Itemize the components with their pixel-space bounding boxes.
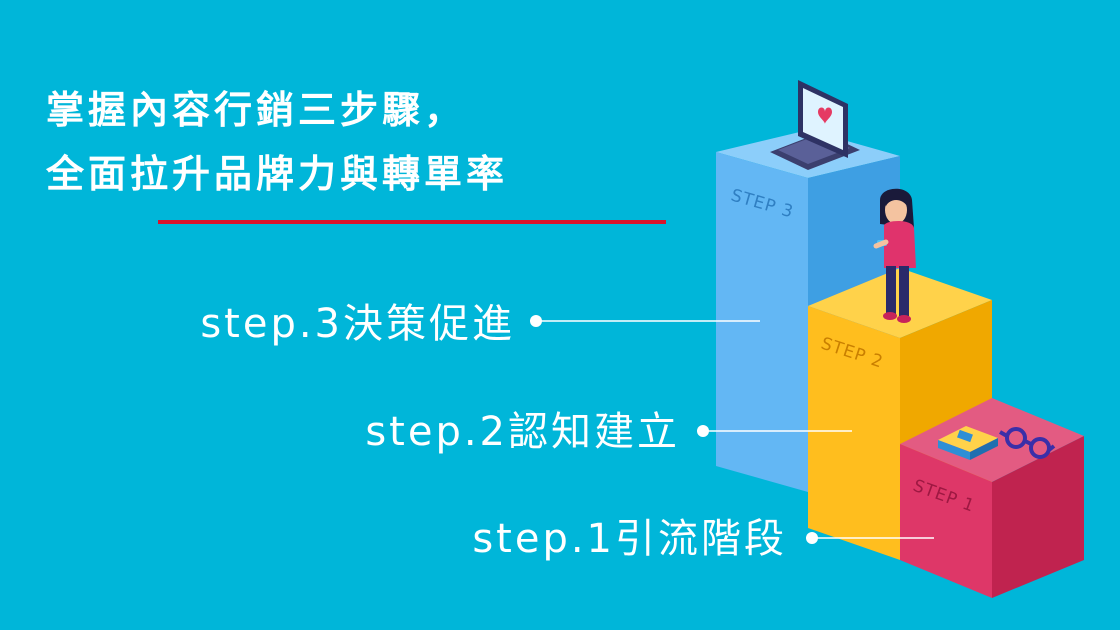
step-3-connector bbox=[530, 315, 760, 327]
step-2-label: step.2認知建立 bbox=[365, 409, 680, 455]
step-1-connector bbox=[806, 532, 934, 544]
headline: 掌握內容行銷三步驟， 全面拉升品牌力與轉單率 bbox=[46, 78, 508, 206]
headline-line-2: 全面拉升品牌力與轉單率 bbox=[46, 152, 509, 196]
book-icon bbox=[938, 426, 998, 460]
glasses-icon bbox=[999, 427, 1056, 459]
headline-underline bbox=[158, 220, 666, 224]
headline-line-1: 掌握內容行銷三步驟， bbox=[46, 88, 467, 132]
step-3-label: step.3決策促進 bbox=[200, 301, 515, 347]
step-1-label: step.1引流階段 bbox=[472, 516, 787, 562]
step-2-connector bbox=[697, 425, 852, 437]
laptop-heart-icon bbox=[770, 80, 860, 170]
person-with-phone-icon bbox=[873, 188, 916, 323]
